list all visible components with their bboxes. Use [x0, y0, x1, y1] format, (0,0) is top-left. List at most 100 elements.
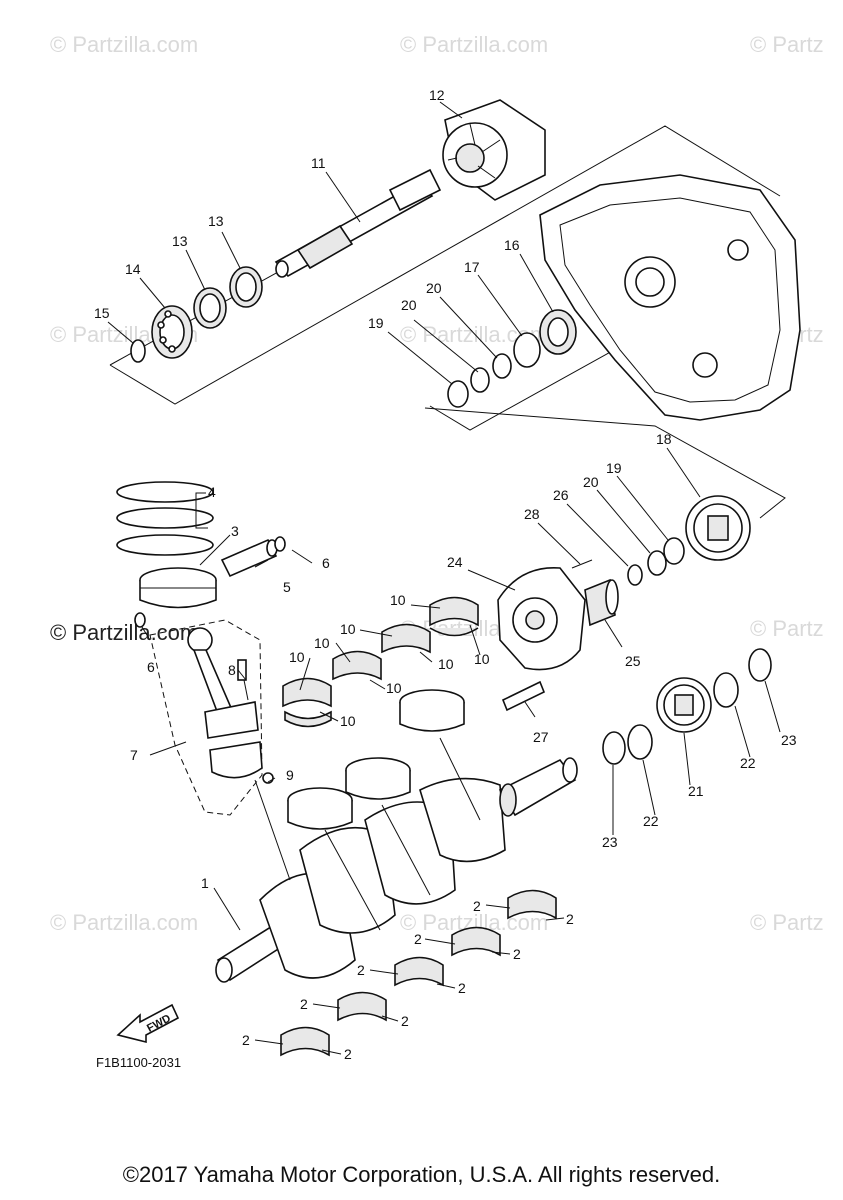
fwd-label: FWD — [145, 1012, 173, 1034]
callout-17: 17 — [464, 259, 480, 275]
drive-shaft-11 — [274, 168, 442, 278]
bolt-27 — [501, 680, 546, 712]
callout-10: 10 — [386, 680, 402, 696]
callout-22: 22 — [643, 813, 659, 829]
balancer-group — [497, 495, 772, 765]
callout-labels: 12 11 13 13 14 15 16 17 20 20 19 18 19 2… — [94, 87, 797, 1062]
callout-8: 8 — [228, 662, 236, 678]
callout-10: 10 — [390, 592, 406, 608]
watermark: © Partz — [750, 616, 824, 641]
watermark: © Partzilla.com — [50, 910, 198, 935]
callout-2: 2 — [566, 911, 574, 927]
piston-group — [116, 481, 286, 816]
washer-20 — [647, 550, 667, 576]
circlip-23 — [602, 731, 626, 765]
callout-26: 26 — [553, 487, 569, 503]
callout-20: 20 — [583, 474, 599, 490]
dowel-28 — [571, 559, 593, 569]
housing-24 — [497, 567, 586, 671]
main-bearing-group — [280, 889, 557, 1057]
washer-20 — [470, 367, 490, 393]
circlip-17 — [513, 332, 541, 368]
washer-22 — [713, 672, 739, 708]
leader-lines — [107, 101, 781, 1055]
washer-22 — [627, 724, 653, 760]
callout-2: 2 — [344, 1046, 352, 1062]
circlip-15 — [130, 339, 146, 363]
clip-6 — [274, 536, 286, 552]
circlip-23 — [748, 648, 772, 682]
watermark: © Partz — [750, 32, 824, 57]
callout-2: 2 — [357, 962, 365, 978]
callout-15: 15 — [94, 305, 110, 321]
callout-2: 2 — [300, 996, 308, 1012]
bearing-14 — [151, 305, 193, 359]
callout-23: 23 — [781, 732, 797, 748]
callout-10: 10 — [340, 621, 356, 637]
callout-28: 28 — [524, 506, 540, 522]
gear-18 — [685, 495, 751, 561]
impeller-12 — [442, 99, 546, 201]
callout-24: 24 — [447, 554, 463, 570]
needle-bearing-25 — [584, 578, 619, 627]
callout-14: 14 — [125, 261, 141, 277]
washer-26 — [627, 564, 643, 586]
fwd-arrow-icon: FWD — [116, 1003, 180, 1044]
copyright-notice: ©2017 Yamaha Motor Corporation, U.S.A. A… — [122, 1162, 721, 1187]
watermark: © Partz — [750, 910, 824, 935]
callout-6: 6 — [322, 555, 330, 571]
crankshaft-1 — [215, 689, 578, 983]
callout-10: 10 — [340, 713, 356, 729]
callout-11: 11 — [311, 155, 326, 171]
callout-2: 2 — [401, 1013, 409, 1029]
washer-20 — [492, 353, 512, 379]
callout-13: 13 — [208, 213, 224, 229]
callout-20: 20 — [401, 297, 417, 313]
callout-16: 16 — [504, 237, 520, 253]
diagram-code: F1B1100-2031 — [96, 1055, 181, 1070]
piston-3 — [139, 567, 217, 609]
callout-10: 10 — [289, 649, 305, 665]
callout-2: 2 — [414, 931, 422, 947]
callout-6: 6 — [147, 659, 155, 675]
callout-4: 4 — [208, 484, 216, 500]
clip-6 — [134, 612, 146, 628]
callout-2: 2 — [473, 898, 481, 914]
watermark: © Partzilla.com — [50, 32, 198, 57]
piston-ring — [116, 507, 214, 529]
callout-27: 27 — [533, 729, 549, 745]
watermark: © Partzilla.com — [400, 32, 548, 57]
connecting-rod — [187, 627, 263, 779]
callout-21: 21 — [688, 783, 704, 799]
conrod-bearing-group — [282, 596, 479, 728]
piston-ring — [116, 481, 214, 503]
circlip-19 — [447, 380, 469, 408]
callout-23: 23 — [602, 834, 618, 850]
callout-22: 22 — [740, 755, 756, 771]
callout-19: 19 — [606, 460, 622, 476]
callout-12: 12 — [429, 87, 445, 103]
callout-18: 18 — [656, 431, 672, 447]
callout-2: 2 — [242, 1032, 250, 1048]
callout-25: 25 — [625, 653, 641, 669]
piston-pin-5 — [220, 538, 278, 578]
callout-2: 2 — [458, 980, 466, 996]
callout-13: 13 — [172, 233, 188, 249]
callout-19: 19 — [368, 315, 384, 331]
callout-5: 5 — [283, 579, 291, 595]
circlip-19 — [663, 537, 685, 565]
watermark-main: © Partzilla.com — [50, 620, 198, 645]
crankcase-group — [424, 174, 801, 519]
callout-9: 9 — [286, 767, 294, 783]
callout-1: 1 — [201, 875, 209, 891]
callout-10: 10 — [474, 651, 490, 667]
callout-20: 20 — [426, 280, 442, 296]
callout-10: 10 — [438, 656, 454, 672]
callout-2: 2 — [513, 946, 521, 962]
callout-3: 3 — [231, 523, 239, 539]
drive-shaft-group — [109, 99, 781, 405]
gear-21 — [656, 677, 712, 733]
piston-ring — [116, 534, 214, 556]
callout-10: 10 — [314, 635, 330, 651]
